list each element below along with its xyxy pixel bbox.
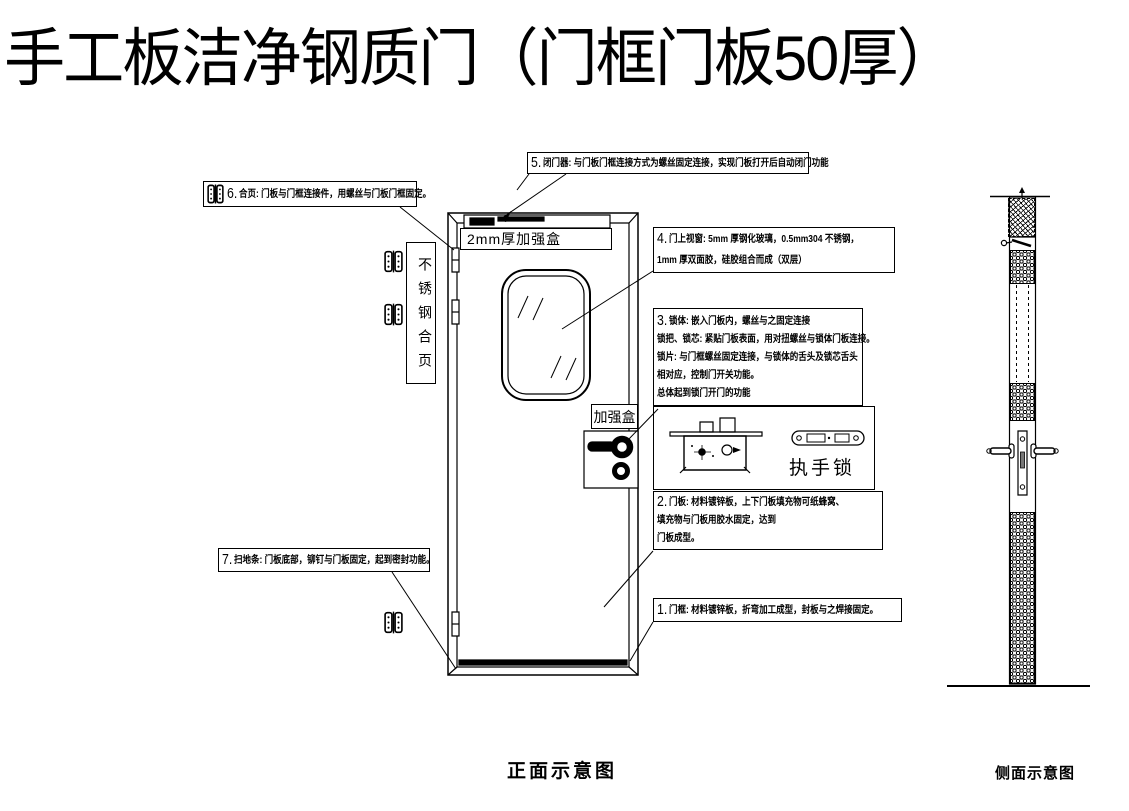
door-hinge-marks (452, 248, 459, 636)
strike-plate-drawing (792, 431, 864, 445)
door-sweep-bar (459, 660, 627, 665)
callout-hinge: 6.合页: 门板与门框连接件，用螺丝与门板门框固定。 (203, 181, 431, 207)
callout-panel: 2.门板: 材料镀锌板，上下门板填充物可纸蜂窝、 填充物与门板用胶水固定，达到 … (653, 491, 883, 550)
door-front-drawing (448, 213, 638, 675)
top-reinforce-label: 2mm厚加强盒 (460, 228, 612, 250)
side-honeycomb-bottom (1010, 512, 1035, 684)
lock-detail-drawing (670, 418, 864, 473)
door-window-drawing (502, 270, 590, 400)
door-closer-drawing (464, 215, 610, 228)
side-view-caption: 侧面示意图 (995, 765, 1076, 782)
sheet-title: 手工板洁净钢质门（门框门板50厚） (4, 24, 958, 94)
front-view-caption: 正面示意图 (507, 761, 618, 782)
side-honeycomb-top (1010, 250, 1035, 284)
stainless-hinge-label: 不锈钢合页 (406, 242, 436, 384)
callout-hinge-text: 6.合页: 门板与门框连接件，用螺丝与门板门框固定。 (227, 185, 432, 202)
callout-window: 4.门上视窗: 5mm 厚钢化玻璃，0.5mm304 不锈钢， 1mm 厚双面胶… (653, 227, 895, 273)
handle-lock-label: 执手锁 (789, 458, 856, 479)
side-view-drawing (947, 187, 1090, 686)
lock-reinforce-label: 加强盒 (591, 404, 638, 429)
callout-closer: 5.闭门器: 与门板门框连接方式为螺丝固定连接，实现门板打开后自动闭门功能 (527, 152, 829, 174)
callout-frame: 1.门框: 材料镀锌板，折弯加工成型，封板与之焊接固定。 (653, 598, 902, 622)
hinge-icon (207, 183, 224, 205)
side-frame-hatch (1008, 198, 1035, 237)
leader-lines (392, 174, 658, 669)
callout-sweep: 7.扫地条: 门板底部，铆钉与门板固定，起到密封功能。 (218, 548, 435, 572)
side-lock-drawing (987, 431, 1058, 495)
hinge-icon (384, 249, 403, 274)
callout-lock: 3.锁体: 嵌入门板内，螺丝与之固定连接 锁把、锁芯: 紧贴门板表面，用对扭螺丝… (653, 308, 875, 406)
door-handle-drawing (584, 431, 638, 488)
hinge-icon (384, 610, 403, 635)
lock-detail-box (653, 406, 875, 490)
side-honeycomb-mid (1010, 383, 1035, 421)
hinge-icon (384, 302, 403, 327)
callout-closer-text: 5.闭门器: 与门板门框连接方式为螺丝固定连接，实现门板打开后自动闭门功能 (531, 154, 829, 171)
